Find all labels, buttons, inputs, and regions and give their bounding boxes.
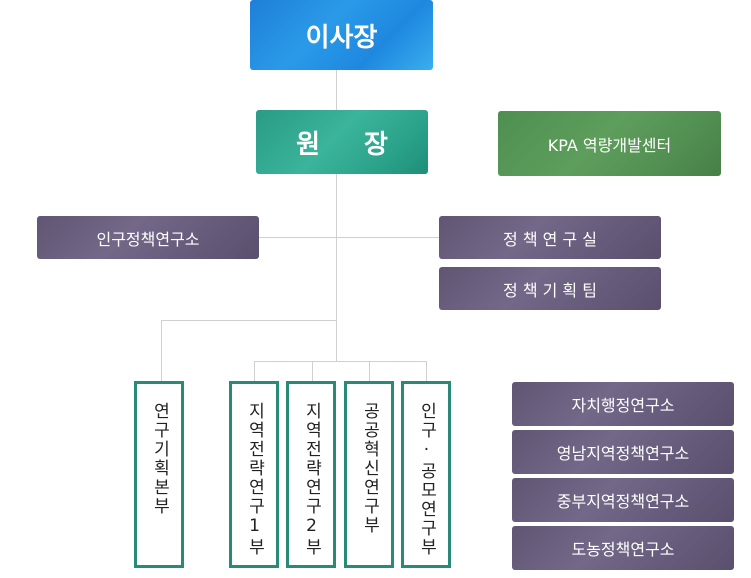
connector-horizontal-dept xyxy=(161,320,337,321)
policy-planning-team-box: 정 책 기 획 팀 xyxy=(439,267,661,310)
department-label: 연구기획본부 xyxy=(149,402,170,516)
institute-label: 중부지역정책연구소 xyxy=(556,492,690,511)
connector-dept2-vertical xyxy=(254,361,255,381)
population-institute-label: 인구정책연구소 xyxy=(96,229,200,249)
institute-local-administration: 자치행정연구소 xyxy=(512,382,734,426)
population-institute-box: 인구정책연구소 xyxy=(37,216,259,259)
chair-box: 이사장 xyxy=(250,0,433,70)
policy-research-office-label: 정 책 연 구 실 xyxy=(503,229,597,249)
department-regional-strategy-2: 지역전략연구2부 xyxy=(286,381,336,568)
connector-chair-director xyxy=(336,70,337,110)
institute-central: 중부지역정책연구소 xyxy=(512,478,734,522)
institute-urban-rural: 도농정책연구소 xyxy=(512,526,734,570)
kpa-center-box: KPA 역량개발센터 xyxy=(498,111,721,176)
kpa-center-label: KPA 역량개발센터 xyxy=(547,135,672,155)
director-label-right: 장 xyxy=(364,129,388,160)
department-label: 인구·공모연구부 xyxy=(416,402,437,557)
institute-label: 도농정책연구소 xyxy=(571,540,675,559)
connector-horizontal-sub xyxy=(254,361,427,362)
director-box: 원 장 xyxy=(256,110,428,174)
connector-horizontal-mid xyxy=(259,237,439,238)
department-label: 지역전략연구2부 xyxy=(301,402,322,557)
director-label-left: 원 xyxy=(296,129,320,160)
department-regional-strategy-1: 지역전략연구1부 xyxy=(229,381,279,568)
department-population-contest: 인구·공모연구부 xyxy=(401,381,451,568)
department-label: 지역전략연구1부 xyxy=(244,402,265,557)
connector-director-down xyxy=(336,174,337,361)
connector-dept5-vertical xyxy=(426,361,427,381)
institute-yeongnam: 영남지역정책연구소 xyxy=(512,430,734,474)
department-public-innovation: 공공혁신연구부 xyxy=(344,381,394,568)
institute-label: 영남지역정책연구소 xyxy=(556,444,690,463)
department-label: 공공혁신연구부 xyxy=(359,402,380,535)
policy-research-office-box: 정 책 연 구 실 xyxy=(439,216,661,259)
connector-dept3-vertical xyxy=(312,361,313,381)
connector-dept4-vertical xyxy=(369,361,370,381)
policy-planning-team-label: 정 책 기 획 팀 xyxy=(503,280,597,300)
chair-label: 이사장 xyxy=(305,22,378,53)
institute-label: 자치행정연구소 xyxy=(571,396,675,415)
connector-dept1-vertical xyxy=(161,320,162,381)
department-research-planning: 연구기획본부 xyxy=(134,381,184,568)
